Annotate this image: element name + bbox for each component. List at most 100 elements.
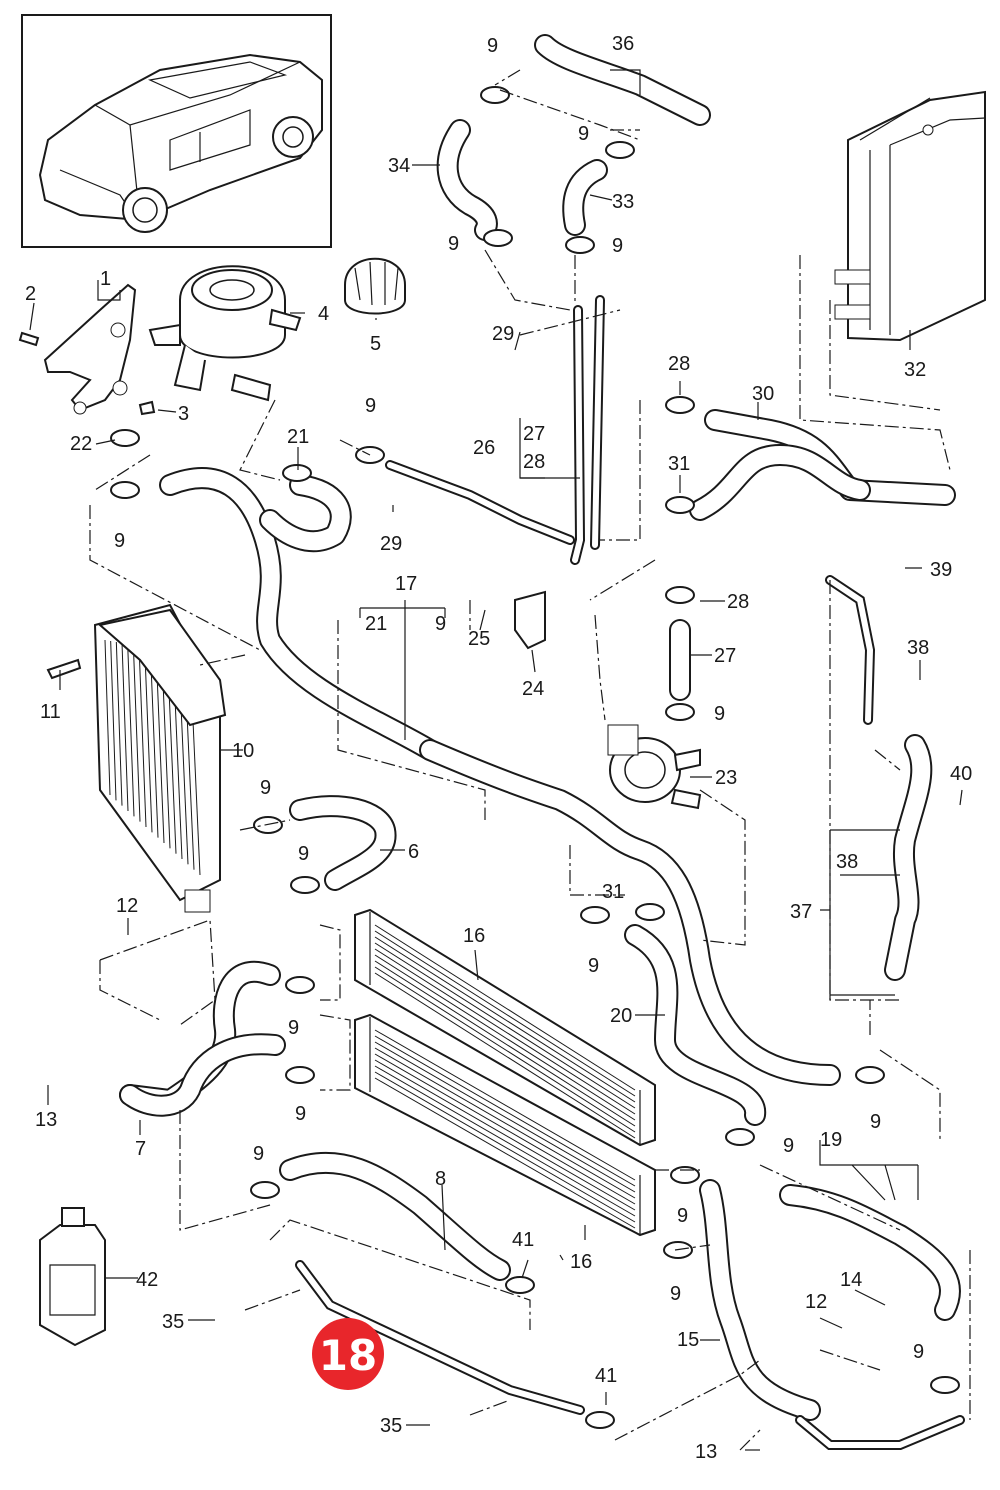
label-30: 30 [752, 383, 774, 405]
label-42: 42 [136, 1269, 158, 1291]
radiator-fin [374, 1041, 636, 1193]
hose-clamp [585, 1411, 615, 1429]
hose-clamp [250, 1181, 280, 1199]
radiator-fin [132, 644, 141, 822]
label-38: 38 [907, 637, 929, 659]
radiator-fin [374, 936, 636, 1103]
label-16: 16 [570, 1251, 592, 1273]
label-31: 31 [602, 881, 624, 903]
label-9: 9 [714, 703, 725, 725]
label-41: 41 [595, 1365, 617, 1387]
hose-clamp [605, 141, 635, 159]
label-7: 7 [135, 1138, 146, 1160]
label-26-sub-28: 28 [523, 451, 545, 473]
label-17-sub-9: 9 [435, 613, 446, 635]
hose-clamps [110, 86, 960, 1429]
label-23: 23 [715, 767, 737, 789]
hose-clamp [110, 429, 140, 447]
label-22: 22 [70, 433, 92, 455]
radiator-fin [374, 966, 636, 1133]
label-37-sub-38: 38 [836, 851, 858, 873]
label-29: 29 [380, 533, 402, 555]
hose-clamp [505, 1276, 535, 1294]
label-9: 9 [114, 530, 125, 552]
label-24: 24 [522, 678, 544, 700]
assembly-lines [89, 69, 971, 1451]
hose-clamp [483, 229, 513, 247]
hose-clamp [665, 586, 695, 604]
label-5: 5 [370, 333, 381, 355]
radiator-fin [374, 924, 636, 1091]
radiator-fin [374, 1053, 636, 1205]
label-21: 21 [287, 426, 309, 448]
label-9: 9 [588, 955, 599, 977]
radiator-fin [374, 1029, 636, 1181]
label-27: 27 [714, 645, 736, 667]
radiator-fin [127, 643, 135, 817]
radiator-fin [374, 948, 636, 1115]
radiator-fin [374, 1077, 636, 1229]
expansion-tank [148, 265, 302, 402]
label-9: 9 [913, 1341, 924, 1363]
radiator-fin [110, 640, 117, 801]
label-2: 2 [25, 283, 36, 305]
leader-lines [29, 69, 963, 1451]
label-9: 9 [253, 1143, 264, 1165]
label-29: 29 [492, 323, 514, 345]
highlight-badge-circle [312, 1318, 384, 1390]
label-9: 9 [365, 395, 376, 417]
label-13: 13 [35, 1109, 57, 1131]
auxiliary-radiator-16-lower [354, 1013, 656, 1237]
radiator-fin [374, 960, 636, 1127]
radiator-fin [138, 645, 147, 828]
label-16: 16 [463, 925, 485, 947]
label-9: 9 [298, 843, 309, 865]
hose-clamp [665, 396, 695, 414]
auxiliary-radiator-16-upper [354, 908, 656, 1147]
label-41: 41 [512, 1229, 534, 1251]
hose-clamp [285, 976, 315, 994]
radiator-fin [374, 930, 636, 1097]
label-10: 10 [232, 740, 254, 762]
hose-clamp [110, 481, 140, 499]
label-9: 9 [448, 233, 459, 255]
label-4: 4 [318, 303, 329, 325]
label-35: 35 [162, 1311, 184, 1333]
hose-clamp [665, 496, 695, 514]
hose-clamp [725, 1128, 755, 1146]
highlight-badge-18[interactable]: 18 [312, 1318, 384, 1390]
highlight-badge-label: 18 [319, 1331, 377, 1380]
hose-clamp [480, 86, 510, 104]
hose-clamp [635, 903, 665, 921]
bracket-24 [514, 590, 546, 650]
label-9: 9 [487, 35, 498, 57]
label-36: 36 [612, 33, 634, 55]
label-20: 20 [610, 1005, 632, 1027]
radiator-fin [374, 1065, 636, 1217]
coolant-bottle [39, 1207, 106, 1347]
radiator-fin [374, 972, 636, 1139]
label-40: 40 [950, 763, 972, 785]
label-28: 28 [727, 591, 749, 613]
label-1: 1 [100, 268, 111, 290]
label-9: 9 [783, 1135, 794, 1157]
label-26-sub-27: 27 [523, 423, 545, 445]
label-6: 6 [408, 841, 419, 863]
pipes [295, 295, 965, 1450]
label-9: 9 [288, 1017, 299, 1039]
label-9: 9 [260, 777, 271, 799]
label-11: 11 [40, 701, 61, 723]
label-19: 19 [820, 1129, 842, 1151]
label-12: 12 [805, 1291, 827, 1313]
label-34: 34 [388, 155, 410, 177]
radiator-fin [374, 942, 636, 1109]
label-9: 9 [677, 1205, 688, 1227]
hose-clamp [580, 906, 610, 924]
label-17-sub-21: 21 [365, 613, 387, 635]
radiator-fin [374, 1071, 636, 1223]
tank-cap [344, 257, 406, 315]
hose-clamp [670, 1166, 700, 1184]
label-15: 15 [677, 1329, 699, 1351]
bracket-1 [18, 283, 156, 416]
part-labels: 1 2 3 4 5 6 7 8 10 11 12 12 13 13 14 15 … [25, 33, 972, 1463]
